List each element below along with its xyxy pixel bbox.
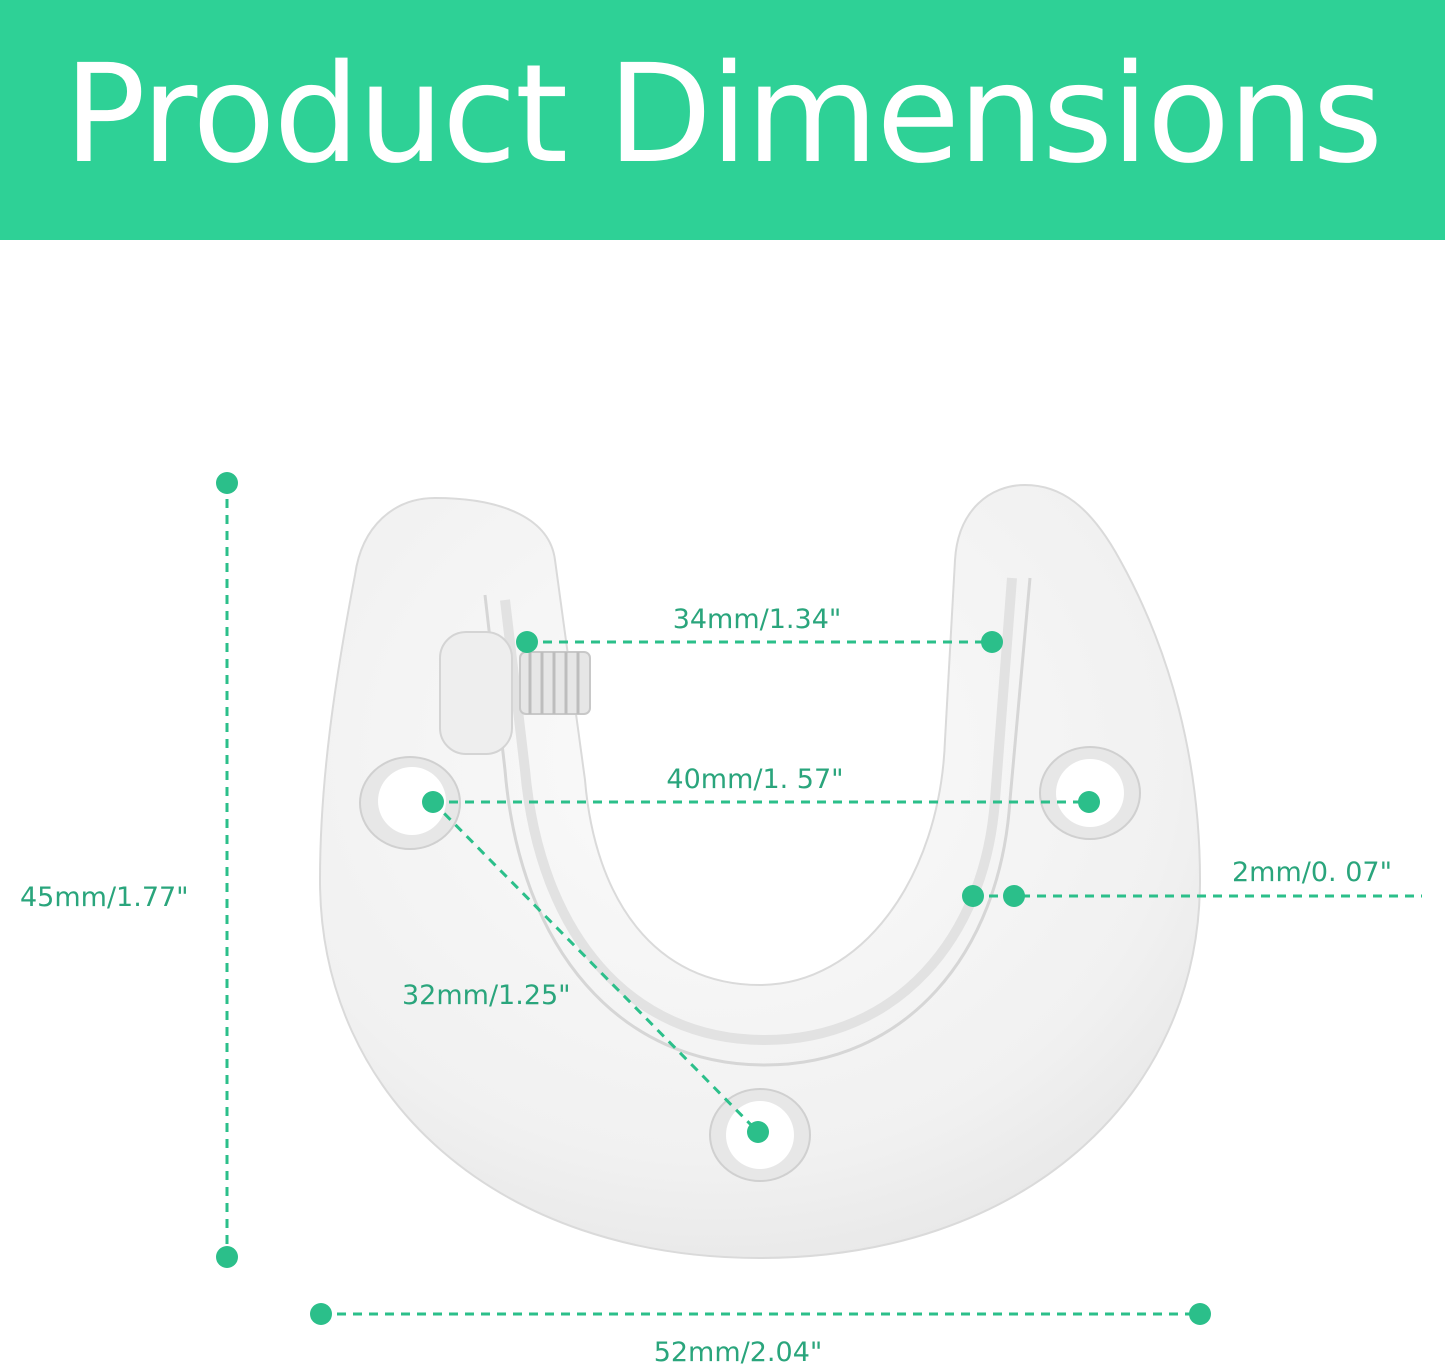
- page-title: Product Dimensions: [63, 36, 1383, 194]
- hole-spacing-label: 40mm/1. 57": [666, 764, 843, 795]
- mounting-hole-left-inner: [378, 767, 446, 835]
- height-label: 45mm/1.77": [20, 882, 189, 913]
- set-screw: [519, 651, 591, 715]
- width-end-dot: [1189, 1303, 1211, 1325]
- slot-width-start-dot: [516, 631, 538, 653]
- hole-to-bottom-end-dot: [747, 1121, 769, 1143]
- thickness-end-dot: [1003, 885, 1025, 907]
- hole-spacing-end-dot: [1078, 791, 1100, 813]
- slot-width-end-dot: [981, 631, 1003, 653]
- width-label: 52mm/2.04": [654, 1337, 823, 1367]
- bracket-inner-rail: [500, 577, 1017, 1046]
- thickness-start-dot: [962, 885, 984, 907]
- hole-to-bottom-dimension-line: [431, 800, 760, 1134]
- hole-spacing-start-dot: [422, 791, 444, 813]
- thickness-label: 2mm/0. 07": [1232, 857, 1392, 888]
- title-banner: Product Dimensions: [0, 0, 1445, 240]
- slot-width-label: 34mm/1.34": [673, 604, 842, 635]
- u-bracket: [318, 483, 1202, 1260]
- height-start-dot: [216, 472, 238, 494]
- screw-housing: [439, 631, 513, 755]
- bracket-inner-groove: [483, 577, 1032, 1067]
- height-end-dot: [216, 1246, 238, 1268]
- width-start-dot: [310, 1303, 332, 1325]
- hole-to-bottom-label: 32mm/1.25": [402, 980, 571, 1011]
